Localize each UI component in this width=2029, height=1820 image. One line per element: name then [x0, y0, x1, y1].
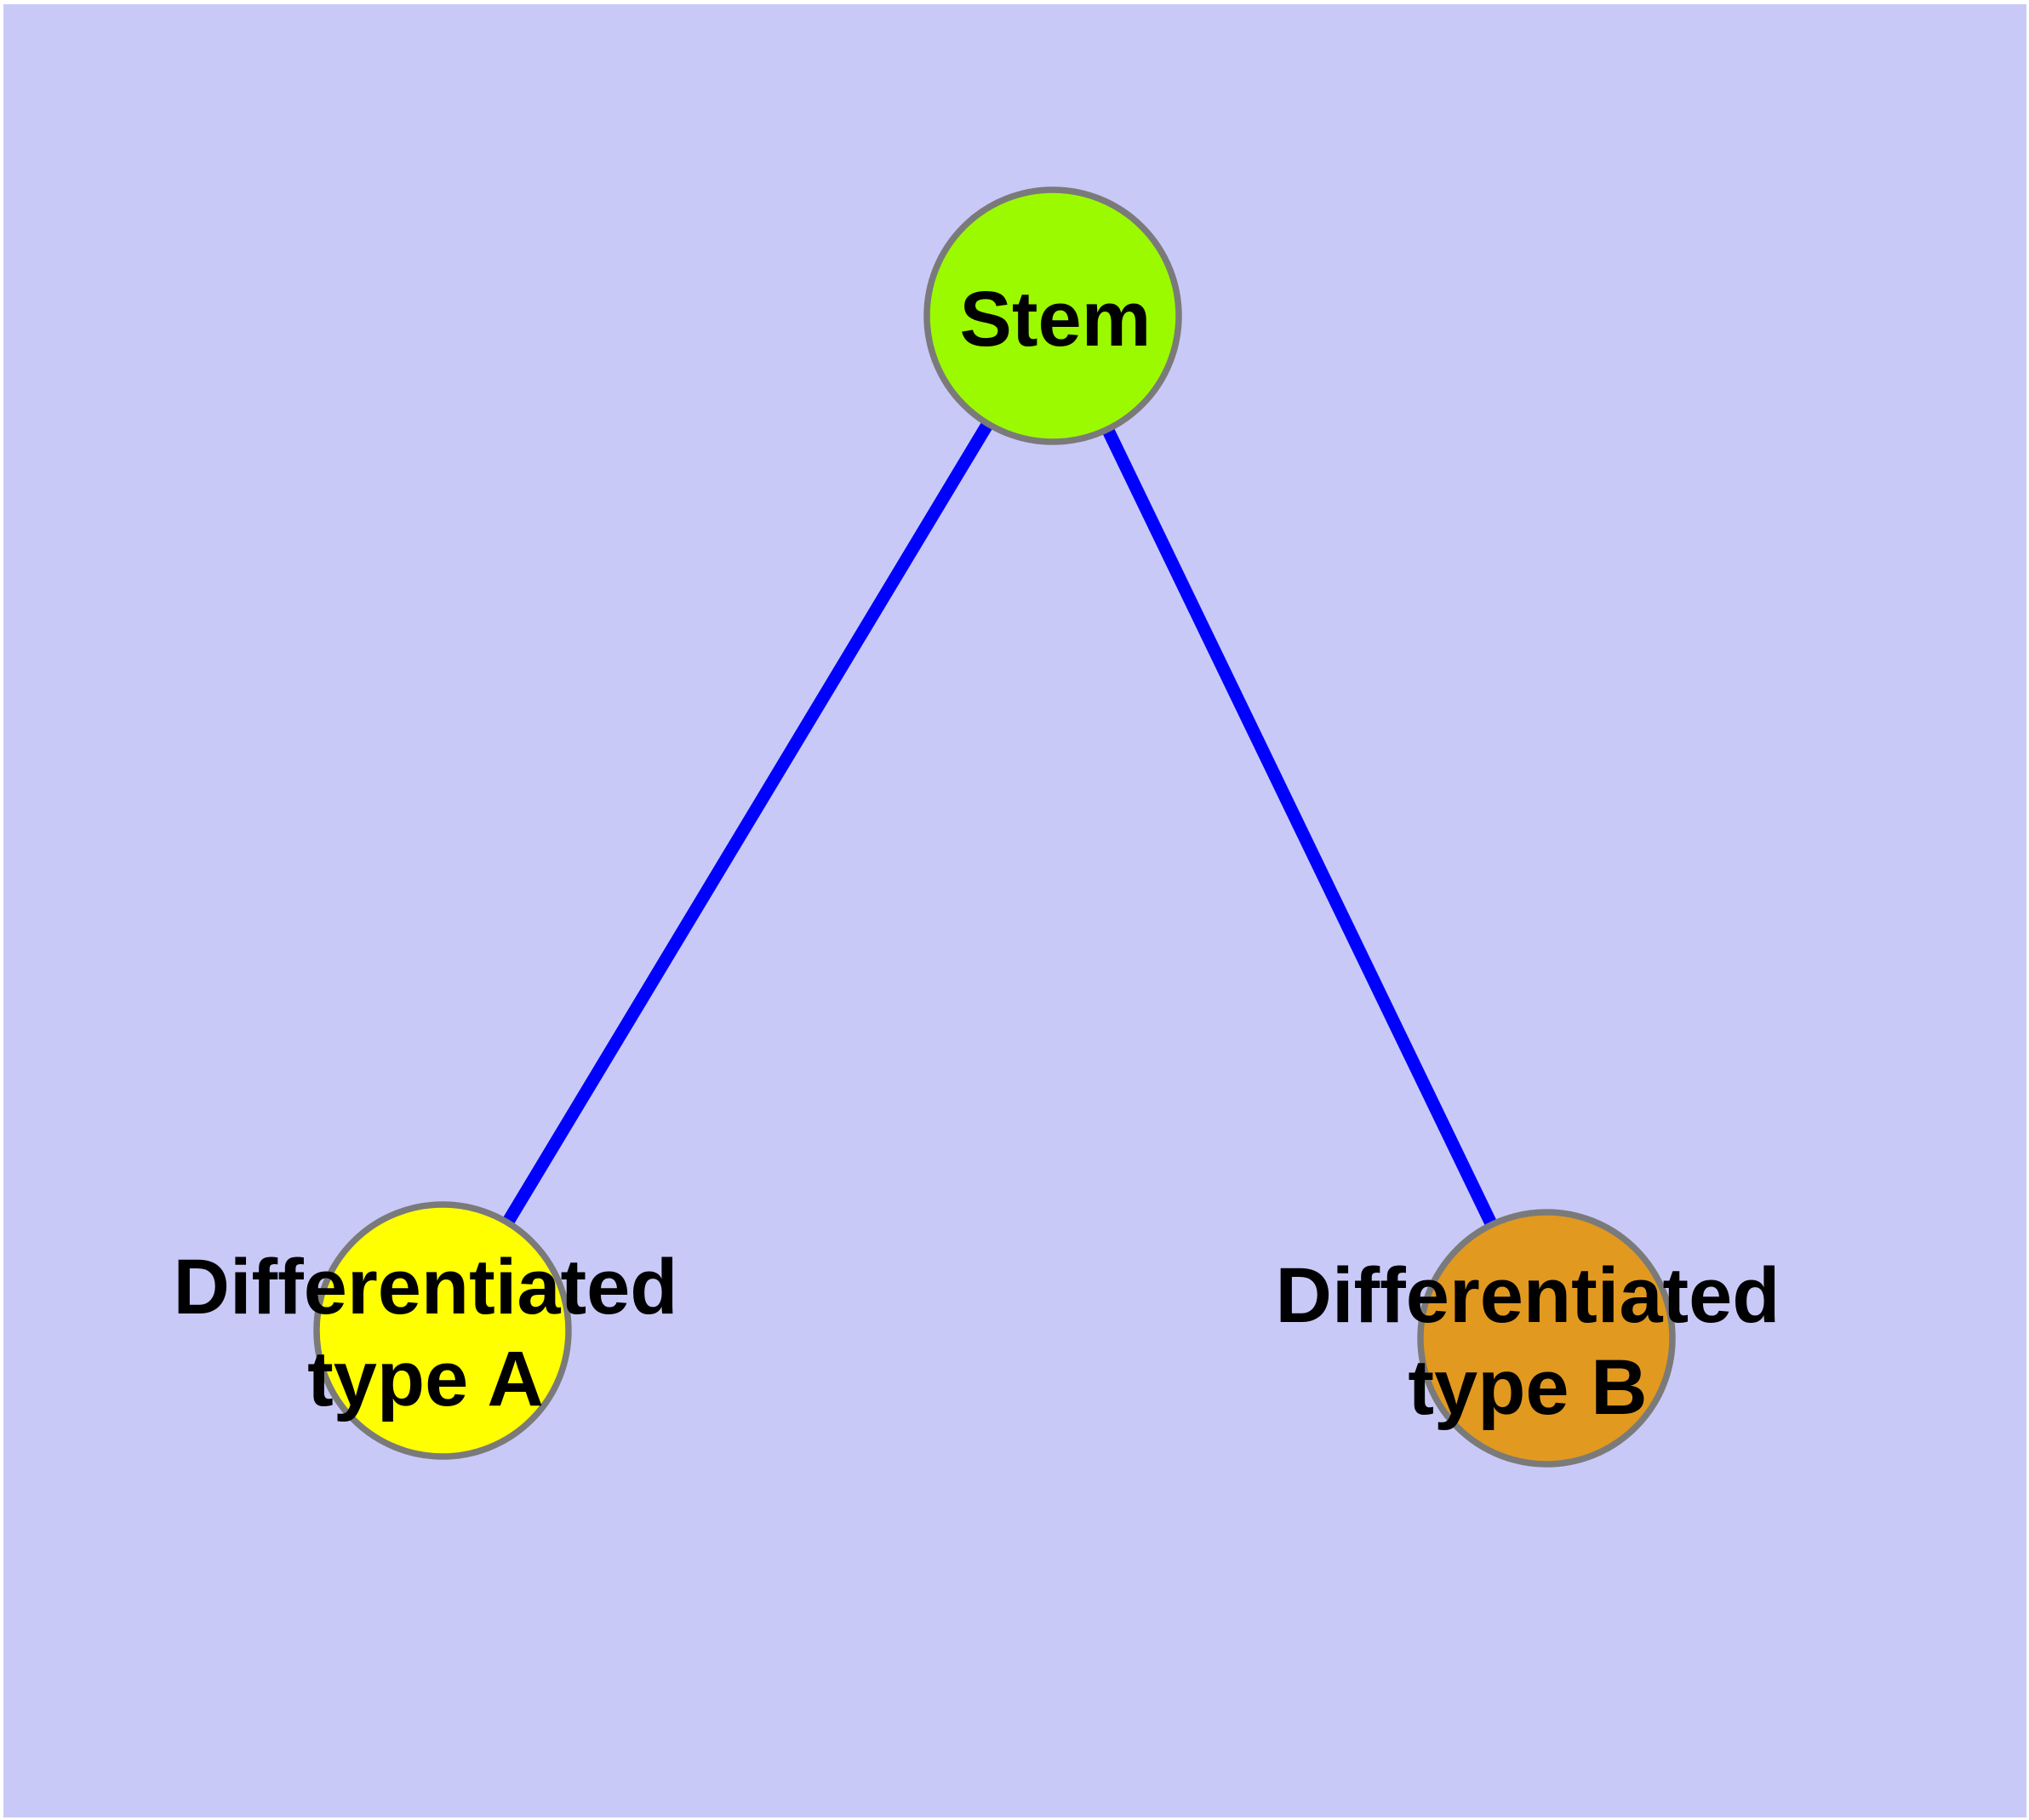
node-type-a-circle: [313, 1201, 572, 1460]
node-type-a-label-line1: Differentiated: [174, 1244, 678, 1331]
node-stem-label: Stem: [960, 276, 1152, 363]
node-stem-circle: [923, 186, 1182, 445]
node-layer: [313, 186, 1676, 1468]
node-type-b-label-line1: Differentiated: [1276, 1252, 1780, 1339]
label-layer: Stem Differentiated type A Differentiate…: [174, 276, 1780, 1431]
node-type-b-label-line2: type B: [1408, 1344, 1647, 1431]
edge-stem-to-type-b: [1047, 312, 1552, 1342]
edge-stem-to-type-a: [437, 312, 1059, 1334]
edge-layer: [437, 312, 1552, 1342]
node-type-a-label-line2: type A: [307, 1336, 544, 1422]
node-type-b-circle: [1417, 1209, 1676, 1468]
